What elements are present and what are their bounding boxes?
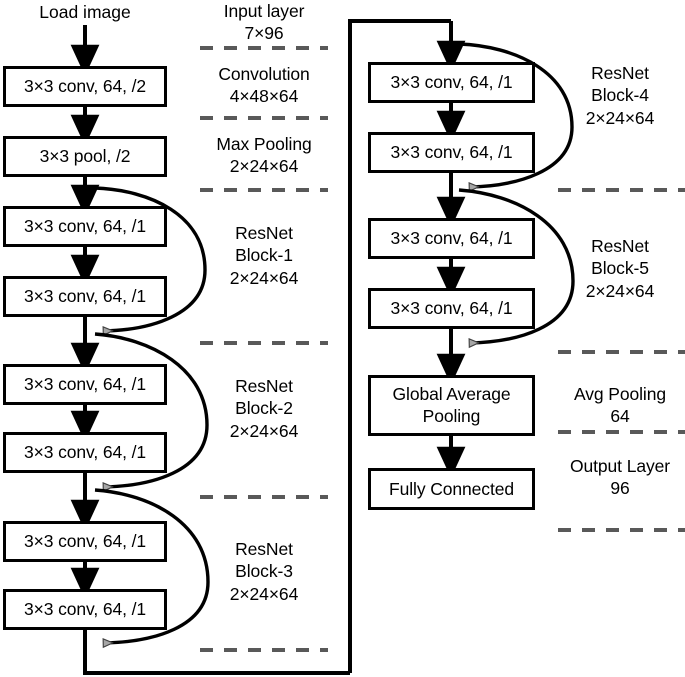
node-label: 3×3 conv, 64, /1 [23,374,147,395]
caption-resnet-block-5: ResNet Block-5 2×24×64 [585,236,655,301]
caption-avg-pooling: Avg Pooling 64 [574,384,666,427]
node-b5conv1: 3×3 conv, 64, /1 [368,218,535,259]
node-label: Global Average Pooling [392,383,511,426]
node-label: 3×3 conv, 64, /1 [390,298,513,319]
node-fc: Fully Connected [368,468,535,510]
node-gap: Global Average Pooling [368,375,535,436]
node-label: 3×3 conv, 64, /1 [23,599,147,620]
node-label: 3×3 conv, 64, /1 [23,286,147,307]
node-b3conv1: 3×3 conv, 64, /1 [3,521,167,562]
node-label: Fully Connected [389,478,514,499]
caption-max-pooling: Max Pooling 2×24×64 [216,134,312,177]
node-b1conv1: 3×3 conv, 64, /1 [3,206,167,247]
node-b5conv2: 3×3 conv, 64, /1 [368,288,535,329]
caption-output-layer: Output Layer 96 [570,456,670,499]
node-b2conv2: 3×3 conv, 64, /1 [3,432,167,473]
node-b2conv1: 3×3 conv, 64, /1 [3,364,167,405]
node-conv1: 3×3 conv, 64, /2 [3,66,167,107]
node-label: 3×3 conv, 64, /1 [23,216,147,237]
caption-resnet-block-1: ResNet Block-1 2×24×64 [229,223,299,288]
caption-resnet-block-3: ResNet Block-3 2×24×64 [229,539,299,604]
node-b4conv1: 3×3 conv, 64, /1 [368,62,535,103]
node-pool1: 3×3 pool, /2 [3,136,167,177]
caption-input-layer: Input layer 7×96 [223,1,305,44]
caption-resnet-block-4: ResNet Block-4 2×24×64 [585,63,655,128]
node-b4conv2: 3×3 conv, 64, /1 [368,132,535,173]
node-label: 3×3 conv, 64, /1 [390,72,513,93]
node-label: 3×3 conv, 64, /1 [23,442,147,463]
node-b3conv2: 3×3 conv, 64, /1 [3,589,167,630]
caption-resnet-block-2: ResNet Block-2 2×24×64 [229,376,299,441]
node-label: 3×3 conv, 64, /1 [390,142,513,163]
node-label: 3×3 pool, /2 [39,146,131,167]
node-label: 3×3 conv, 64, /1 [23,531,147,552]
node-label: 3×3 conv, 64, /2 [23,76,147,97]
caption-convolution: Convolution 4×48×64 [218,64,310,107]
node-label: 3×3 conv, 64, /1 [390,228,513,249]
entry-label: Load image [39,2,131,22]
node-b1conv2: 3×3 conv, 64, /1 [3,276,167,317]
